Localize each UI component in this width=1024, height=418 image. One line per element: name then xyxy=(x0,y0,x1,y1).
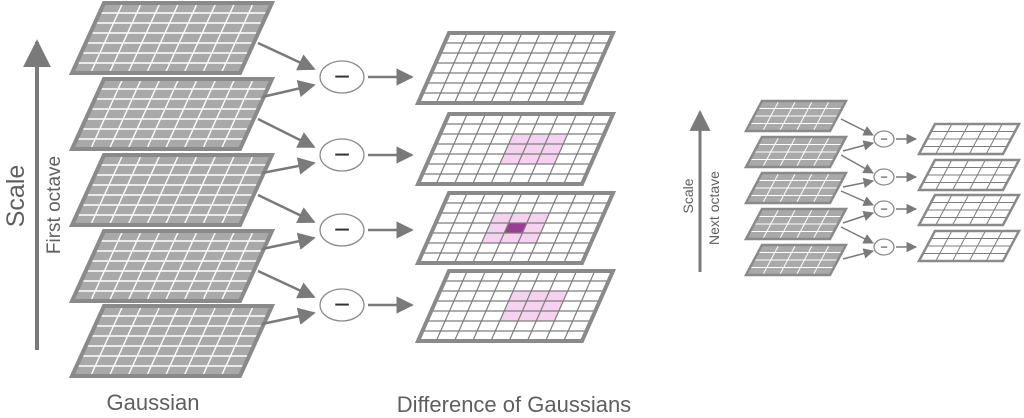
subtract-operator: − xyxy=(319,288,365,322)
next-dog-layer xyxy=(916,229,1022,263)
first-octave-gaussian-stack xyxy=(68,1,276,378)
gaussian-layer xyxy=(68,77,276,151)
dog-layer xyxy=(414,269,617,343)
gaussian-layer xyxy=(68,304,276,378)
next-arrow-to-operator xyxy=(842,211,874,224)
gaussian-label: Gaussian xyxy=(107,390,200,415)
minus-sign: − xyxy=(880,239,888,254)
minus-sign: − xyxy=(334,289,350,320)
first-octave-label: First octave xyxy=(44,156,65,254)
subtract-operator: − xyxy=(319,60,365,94)
first-octave-operators: − − − − xyxy=(257,41,414,326)
next-arrow-to-operator xyxy=(842,248,875,260)
next-gaussian-layer xyxy=(743,243,849,277)
next-gaussian-layer xyxy=(743,207,849,241)
minus-sign: − xyxy=(334,61,350,92)
next-arrow-to-operator xyxy=(840,118,874,136)
dog-label: Difference of Gaussians xyxy=(397,392,631,417)
next-subtract-operator: − xyxy=(873,168,895,186)
next-arrow-to-operator xyxy=(840,190,874,207)
dog-layer xyxy=(414,112,617,186)
next-arrow-to-operator xyxy=(840,226,874,244)
scale-label: Scale xyxy=(2,165,30,228)
dog-layer xyxy=(414,31,617,105)
arrow-to-operator xyxy=(261,232,316,251)
next-subtract-operator: − xyxy=(873,130,895,148)
next-arrow-to-operator xyxy=(842,140,875,152)
next-dog-layer xyxy=(916,122,1022,156)
minus-sign: − xyxy=(334,139,350,170)
next-arrow-to-operator xyxy=(840,154,874,174)
gaussian-layer xyxy=(68,1,276,75)
minus-sign: − xyxy=(880,131,888,146)
next-gaussian-layer xyxy=(743,135,849,169)
next-subtract-operator: − xyxy=(873,200,895,218)
next-octave-gaussian-stack xyxy=(743,99,849,277)
gaussian-layer xyxy=(68,229,276,303)
arrow-to-operator xyxy=(257,193,316,224)
minus-sign: − xyxy=(334,214,350,245)
minus-sign: − xyxy=(880,169,888,184)
next-gaussian-layer xyxy=(743,171,849,205)
next-scale-label: Scale xyxy=(680,178,696,213)
first-octave-dog-stack xyxy=(414,31,617,343)
arrow-to-operator xyxy=(257,117,316,149)
minus-sign: − xyxy=(880,201,888,216)
arrow-to-operator xyxy=(257,41,316,71)
subtract-operator: − xyxy=(319,213,365,247)
next-dog-layer xyxy=(916,158,1022,192)
gaussian-layer xyxy=(68,153,276,227)
next-octave-operators: − − − − xyxy=(840,118,918,260)
subtract-operator: − xyxy=(319,138,365,172)
arrow-to-operator xyxy=(261,80,316,99)
next-dog-layer xyxy=(916,193,1022,227)
dog-layer xyxy=(414,191,617,265)
arrow-to-operator xyxy=(261,157,316,175)
arrow-to-operator xyxy=(261,307,316,326)
next-arrow-to-operator xyxy=(842,177,875,189)
next-octave-label: Next octave xyxy=(706,171,722,245)
next-octave-dog-stack xyxy=(916,122,1022,263)
arrow-to-operator xyxy=(257,269,316,299)
next-subtract-operator: − xyxy=(873,238,895,256)
next-gaussian-layer xyxy=(743,99,849,133)
